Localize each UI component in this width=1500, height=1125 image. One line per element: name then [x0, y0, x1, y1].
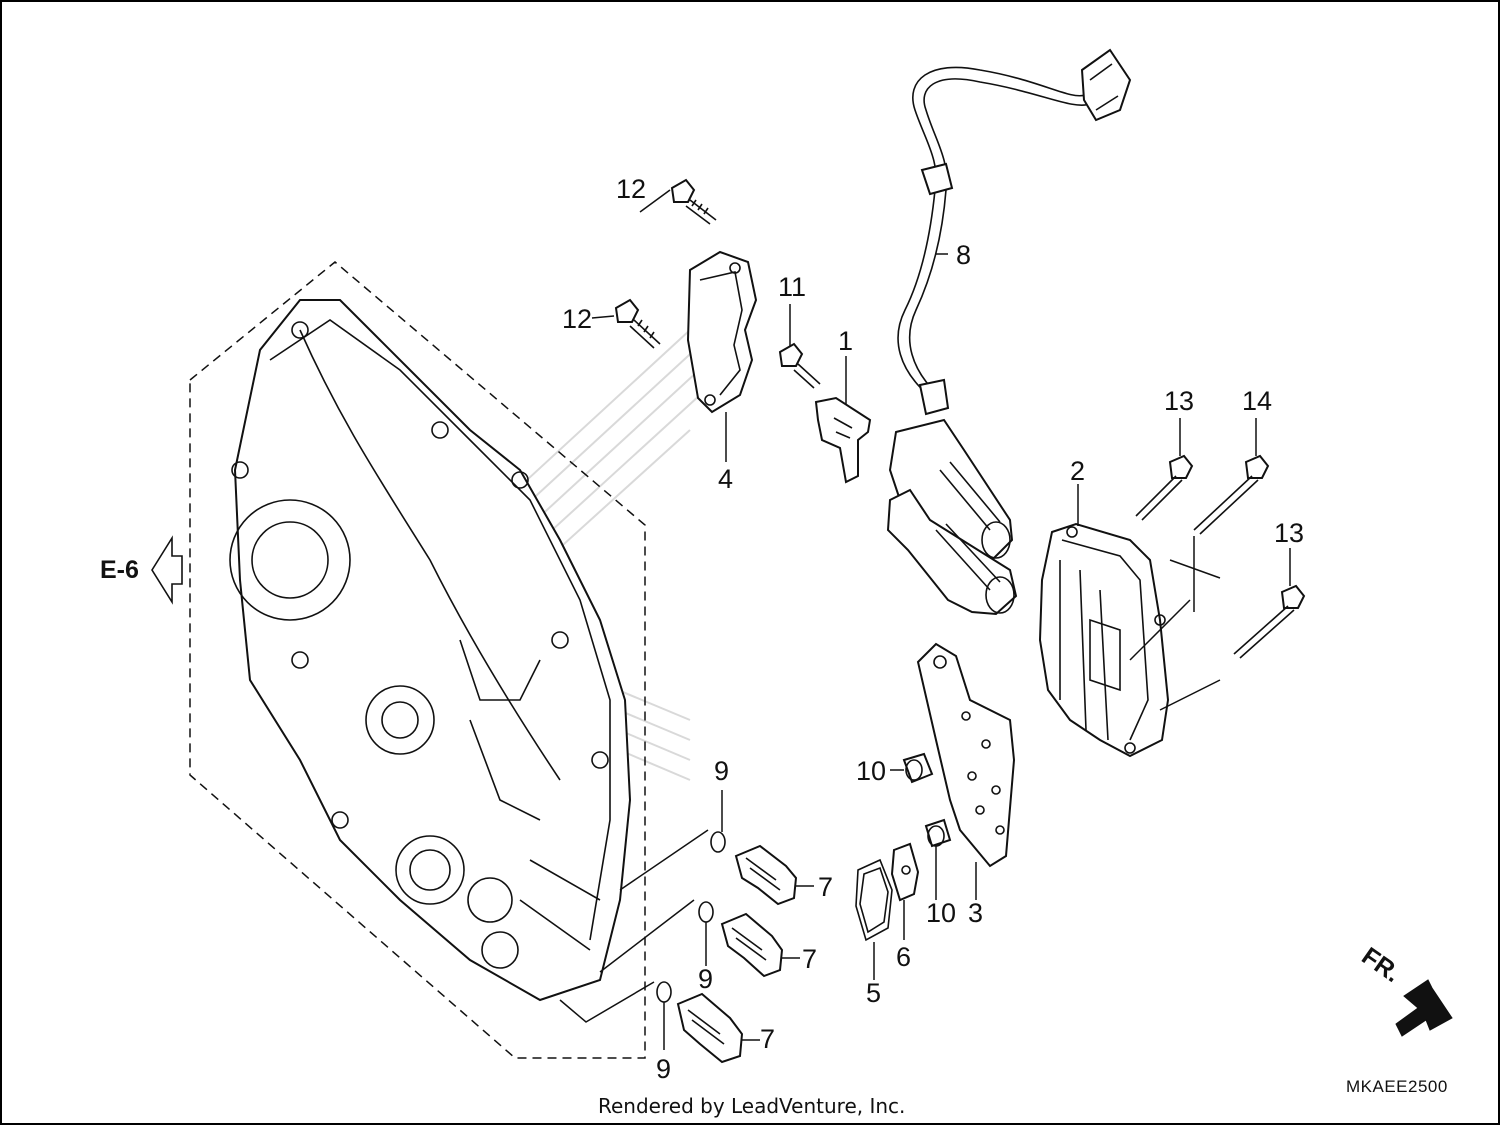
- part-1-bracket: [814, 396, 872, 484]
- part-8-solenoid: [886, 48, 1132, 616]
- callout-9-upper: 9: [714, 756, 729, 786]
- part-13-bolt-upper: [1135, 454, 1194, 521]
- callout-10-upper: 10: [856, 756, 886, 786]
- callout-12-lower: 12: [562, 304, 592, 334]
- callout-7-middle: 7: [802, 944, 817, 974]
- part-3-plate: [916, 642, 1016, 868]
- callout-10-lower: 10: [926, 898, 956, 928]
- direction-arrow-icon: [1395, 979, 1453, 1037]
- part-2-valve-body: [1038, 522, 1170, 758]
- part-7-switch-upper: [734, 844, 798, 906]
- part-12-bolt-upper: [670, 178, 717, 225]
- callout-2: 2: [1070, 456, 1085, 486]
- part-7-switch-lower: [676, 992, 744, 1064]
- callout-9-middle: 9: [698, 964, 713, 994]
- callout-12-upper: 12: [616, 174, 646, 204]
- bolt-alignment-lines: [1129, 536, 1221, 711]
- part-4-cover: [686, 250, 758, 414]
- callout-6: 6: [896, 942, 911, 972]
- reference-label: E-6: [100, 556, 139, 584]
- diagram-code: MKAEE2500: [1346, 1077, 1448, 1096]
- callout-5: 5: [866, 978, 881, 1008]
- part-10-filter-upper: [902, 752, 934, 784]
- credit-line: Rendered by LeadVenture, Inc.: [598, 1094, 905, 1118]
- part-7-switch-middle: [720, 912, 784, 978]
- part-13-bolt-lower: [1233, 584, 1306, 659]
- callout-14: 14: [1242, 386, 1272, 416]
- part-10-filter-lower: [924, 818, 952, 848]
- callout-1: 1: [838, 326, 853, 356]
- side-cover: [229, 299, 632, 1002]
- callout-13-upper: 13: [1164, 386, 1194, 416]
- callouts: 12 12 11 1 4 8 2 13 14 13 10 3 10 6 5 9 …: [562, 174, 1304, 1084]
- callout-13-lower: 13: [1274, 518, 1304, 548]
- left-arrow-icon: [151, 535, 183, 605]
- part-5-gasket: [855, 858, 893, 942]
- leader-lines: [559, 189, 1291, 1050]
- callout-11: 11: [778, 272, 806, 302]
- callout-8: 8: [956, 240, 971, 270]
- part-6-plate: [890, 842, 920, 902]
- part-14-bolt: [1193, 454, 1270, 535]
- part-12-bolt-lower: [614, 298, 661, 349]
- callout-9-lower: 9: [656, 1054, 671, 1084]
- part-11-bolt: [778, 342, 821, 389]
- callout-7-upper: 7: [818, 872, 833, 902]
- callout-7-lower: 7: [760, 1024, 775, 1054]
- callout-4: 4: [718, 464, 733, 494]
- front-direction-indicator: FR.: [1357, 942, 1453, 1037]
- reference-arrow[interactable]: E-6: [100, 535, 183, 605]
- callout-3: 3: [968, 898, 983, 928]
- direction-label: FR.: [1357, 942, 1406, 988]
- assembly-outline: [189, 261, 646, 1059]
